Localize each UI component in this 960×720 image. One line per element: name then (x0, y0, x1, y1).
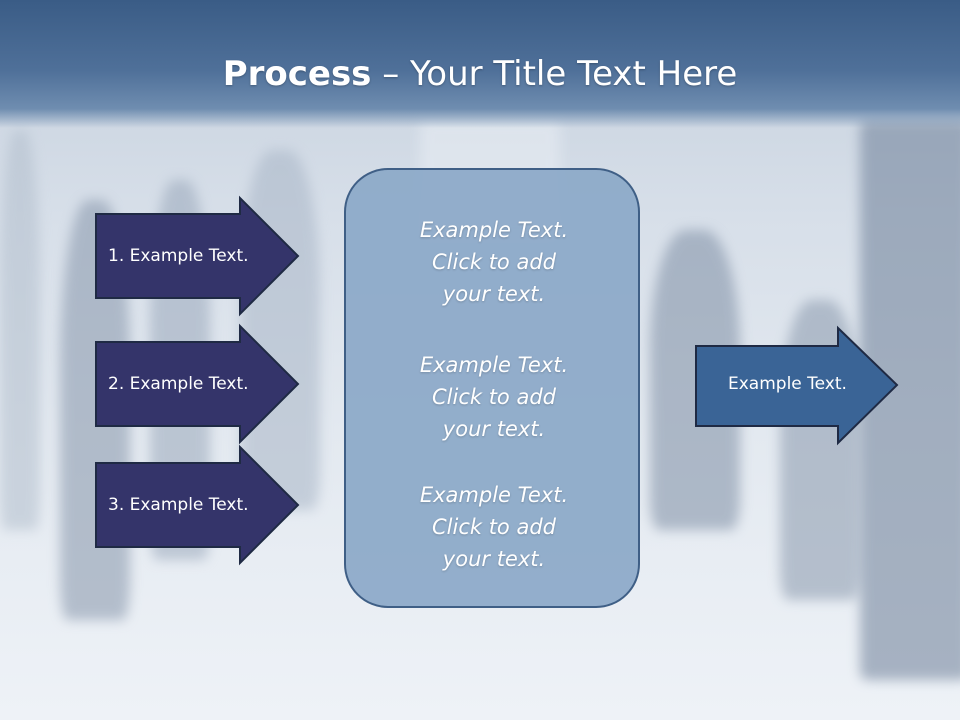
title-bar (0, 0, 960, 128)
process-arrow-1[interactable] (95, 195, 300, 317)
process-arrow-2[interactable] (95, 323, 300, 445)
output-arrow-label: Example Text. (728, 374, 847, 394)
slide-title[interactable]: Process – Your Title Text Here (0, 52, 960, 96)
output-arrow[interactable] (695, 325, 899, 446)
title-rest: – Your Title Text Here (371, 54, 738, 94)
process-arrow-1-label: 1. Example Text. (108, 246, 249, 266)
process-arrow-2-label: 2. Example Text. (108, 374, 249, 394)
process-arrow-3[interactable] (95, 444, 300, 566)
process-arrow-3-label: 3. Example Text. (108, 495, 249, 515)
center-text-2: Example Text. Click to add your text. (419, 353, 569, 441)
title-bold: Process (222, 54, 372, 94)
center-text-1: Example Text. Click to add your text. (419, 218, 569, 306)
center-text-3: Example Text. Click to add your text. (419, 483, 569, 571)
center-text-box[interactable]: Example Text. Click to add your text. Ex… (344, 168, 640, 608)
